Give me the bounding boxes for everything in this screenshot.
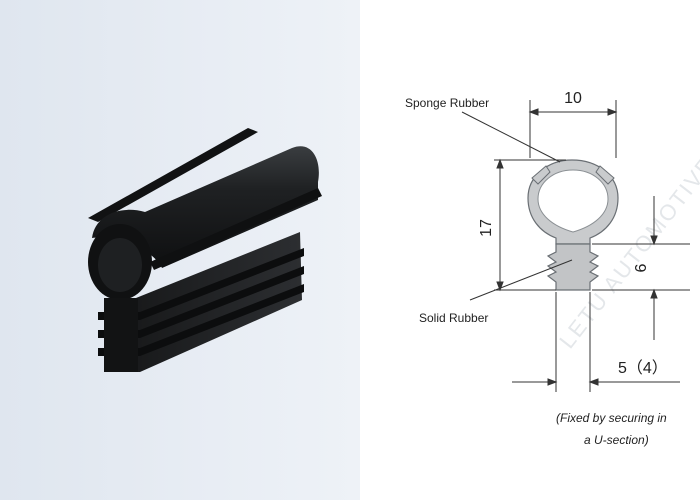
note-line-2: a U-section) bbox=[584, 433, 649, 447]
bulb-body bbox=[92, 146, 319, 268]
product-photo-panel bbox=[0, 0, 360, 500]
dimension-lines bbox=[461, 100, 690, 392]
product-photo bbox=[88, 128, 322, 372]
top-lip bbox=[88, 128, 258, 222]
left-lip bbox=[531, 165, 551, 185]
label-sponge-rubber: Sponge Rubber bbox=[405, 96, 489, 110]
side-lip bbox=[150, 188, 322, 270]
right-lip bbox=[595, 165, 615, 185]
solid-stem bbox=[546, 243, 600, 291]
cross-section bbox=[527, 159, 619, 291]
dim-stem-height: 6 bbox=[633, 263, 650, 272]
profile-diagram-panel bbox=[360, 0, 700, 500]
bulb-hollow bbox=[98, 238, 142, 292]
label-solid-rubber: Solid Rubber bbox=[419, 311, 488, 325]
note-line-1: (Fixed by securing in bbox=[556, 411, 667, 425]
bulb-inner-hollow bbox=[537, 169, 609, 233]
stem-body bbox=[104, 232, 302, 372]
dim-width-top: 10 bbox=[564, 90, 582, 107]
dim-stem-width: 5（4） bbox=[618, 359, 668, 377]
dim-height-total: 17 bbox=[478, 219, 495, 237]
stem-front bbox=[104, 298, 138, 372]
